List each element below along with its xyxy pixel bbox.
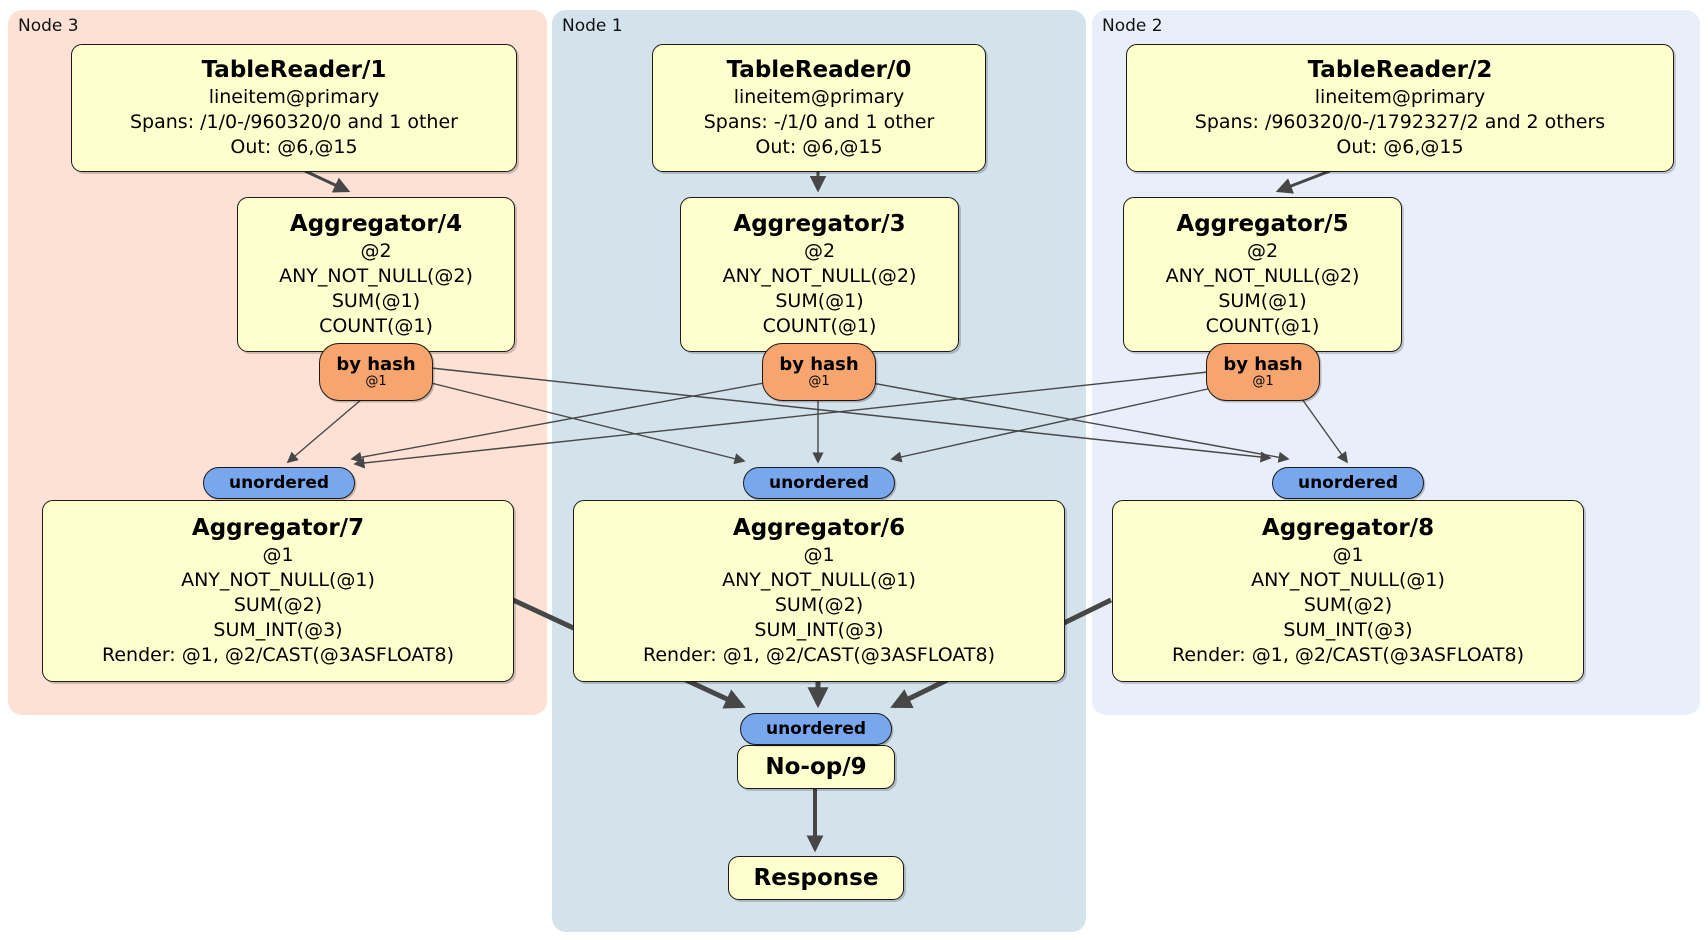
- processor-detail: lineitem@primary: [208, 85, 380, 108]
- edge-hash3-unordered8: [871, 382, 1290, 463]
- processor-aggregator6: Aggregator/6 @1 ANY_NOT_NULL(@1) SUM(@2)…: [573, 500, 1065, 682]
- processor-tablereader2: TableReader/2 lineitem@primary Spans: /9…: [1126, 44, 1674, 172]
- processor-aggregator5: Aggregator/5 @2 ANY_NOT_NULL(@2) SUM(@1)…: [1123, 197, 1402, 352]
- processor-detail: Spans: /960320/0-/1792327/2 and 2 others: [1194, 110, 1606, 133]
- processor-detail: COUNT(@1): [1205, 314, 1320, 337]
- processor-detail: Render: @1, @2/CAST(@3ASFLOAT8): [643, 643, 995, 666]
- processor-detail: Render: @1, @2/CAST(@3ASFLOAT8): [1172, 643, 1524, 666]
- processor-title: Aggregator/8: [1261, 514, 1435, 541]
- edge-hash4-unordered8: [430, 367, 1272, 463]
- processor-aggregator3: Aggregator/3 @2 ANY_NOT_NULL(@2) SUM(@1)…: [680, 197, 959, 352]
- processor-detail: @1: [262, 543, 294, 566]
- processor-detail: Render: @1, @2/CAST(@3ASFLOAT8): [102, 643, 454, 666]
- processor-detail: ANY_NOT_NULL(@2): [279, 264, 473, 287]
- processor-detail: SUM(@2): [233, 593, 323, 616]
- processor-title: TableReader/0: [726, 57, 912, 83]
- processor-aggregator4: Aggregator/4 @2 ANY_NOT_NULL(@2) SUM(@1)…: [237, 197, 515, 352]
- processor-detail: SUM(@2): [774, 593, 864, 616]
- router-key: @1: [365, 374, 387, 390]
- processor-detail: SUM_INT(@3): [754, 618, 884, 641]
- processor-detail: Out: @6,@15: [1336, 135, 1464, 158]
- processor-title: Aggregator/6: [732, 514, 906, 541]
- processor-detail: ANY_NOT_NULL(@2): [1165, 264, 1360, 287]
- processor-noop9: No-op/9: [737, 745, 895, 789]
- stream-label: unordered: [765, 718, 867, 739]
- processor-detail: COUNT(@1): [762, 314, 877, 337]
- processor-detail: Out: @6,@15: [230, 135, 358, 158]
- processor-detail: Spans: /1/0-/960320/0 and 1 other: [130, 110, 458, 133]
- edge-hash3-unordered7: [350, 382, 765, 463]
- router-by-hash-4: by hash @1: [319, 343, 433, 401]
- stream-unordered-8: unordered: [1272, 467, 1424, 499]
- processor-detail: @2: [360, 239, 392, 262]
- region-node3-label: Node 3: [18, 16, 79, 36]
- router-by-hash-3: by hash @1: [762, 343, 876, 401]
- region-node1-label: Node 1: [562, 16, 623, 36]
- edge-tr2-agg5: [1275, 169, 1331, 194]
- processor-title: Aggregator/3: [733, 210, 906, 237]
- processor-detail: lineitem@primary: [733, 85, 905, 108]
- processor-detail: lineitem@primary: [1314, 85, 1486, 108]
- processor-title: Aggregator/4: [289, 210, 463, 237]
- processor-title: No-op/9: [765, 753, 867, 780]
- processor-detail: Out: @6,@15: [755, 135, 883, 158]
- region-node2-label: Node 2: [1102, 16, 1163, 36]
- processor-detail: SUM(@1): [1218, 289, 1307, 312]
- edge-hash4-unordered6: [426, 381, 746, 465]
- stream-label: unordered: [768, 472, 870, 493]
- processor-detail: Spans: -/1/0 and 1 other: [703, 110, 935, 133]
- router-label: by hash: [779, 353, 859, 375]
- processor-detail: SUM(@2): [1303, 593, 1393, 616]
- stream-label: unordered: [1297, 472, 1399, 493]
- stream-unordered-7: unordered: [203, 467, 355, 499]
- processor-tablereader0: TableReader/0 lineitem@primary Spans: -/…: [652, 44, 986, 172]
- router-label: by hash: [1223, 353, 1303, 375]
- edge-tr1-agg4: [304, 169, 351, 193]
- edge-hash5-unordered8: [1301, 398, 1348, 464]
- processor-detail: SUM(@1): [331, 289, 421, 312]
- processor-detail: SUM(@1): [775, 289, 864, 312]
- processor-detail: @2: [803, 239, 836, 262]
- stream-unordered-6: unordered: [743, 467, 895, 499]
- processor-aggregator7: Aggregator/7 @1 ANY_NOT_NULL(@1) SUM(@2)…: [42, 500, 514, 682]
- edge-hash5-unordered7: [353, 371, 1209, 469]
- router-key: @1: [1252, 374, 1274, 390]
- processor-tablereader1: TableReader/1 lineitem@primary Spans: /1…: [71, 44, 517, 172]
- processor-detail: SUM_INT(@3): [213, 618, 343, 641]
- processor-title: Aggregator/5: [1176, 210, 1349, 237]
- processor-detail: SUM_INT(@3): [1283, 618, 1413, 641]
- processor-title: TableReader/1: [201, 57, 387, 83]
- processor-detail: COUNT(@1): [319, 314, 433, 337]
- processor-response: Response: [728, 856, 904, 900]
- processor-title: Aggregator/7: [191, 514, 365, 541]
- edge-hash4-unordered7: [286, 398, 363, 464]
- processor-detail: @1: [803, 543, 835, 566]
- stream-label: unordered: [228, 472, 330, 493]
- router-by-hash-5: by hash @1: [1206, 343, 1320, 401]
- router-key: @1: [808, 374, 830, 390]
- processor-aggregator8: Aggregator/8 @1 ANY_NOT_NULL(@1) SUM(@2)…: [1112, 500, 1584, 682]
- processor-title: TableReader/2: [1307, 57, 1493, 83]
- stream-unordered-9: unordered: [740, 713, 892, 745]
- processor-detail: ANY_NOT_NULL(@1): [722, 568, 916, 591]
- processor-title: Response: [753, 864, 879, 891]
- processor-detail: ANY_NOT_NULL(@1): [1251, 568, 1445, 591]
- edge-hash5-unordered6: [890, 387, 1213, 463]
- processor-detail: ANY_NOT_NULL(@1): [181, 568, 375, 591]
- router-label: by hash: [336, 353, 416, 375]
- processor-detail: @2: [1246, 239, 1279, 262]
- processor-detail: ANY_NOT_NULL(@2): [722, 264, 917, 287]
- processor-detail: @1: [1332, 543, 1364, 566]
